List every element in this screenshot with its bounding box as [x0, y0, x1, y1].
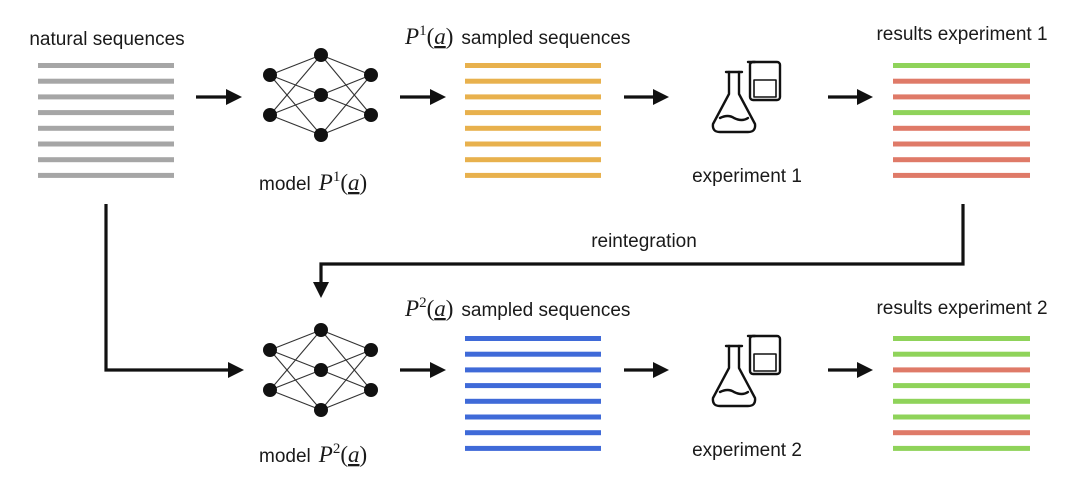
sequence-bar: [893, 110, 1030, 116]
results-experiment-2-label: results experiment 2: [876, 298, 1047, 319]
results-experiment-1-stack: [893, 63, 1030, 178]
arrow-natural-to-model1: [196, 89, 242, 105]
sequence-bar: [465, 125, 601, 131]
sequence-bar: [38, 110, 174, 116]
natural-sequences-stack: [38, 63, 174, 178]
sequence-bar: [465, 414, 601, 420]
sequence-bar: [465, 157, 601, 163]
sequence-bar: [38, 63, 174, 68]
sequence-bar: [893, 367, 1030, 373]
sequence-bar: [893, 445, 1030, 451]
sequence-bar: [465, 141, 601, 147]
arrow-experiment2-to-results2: [828, 362, 873, 378]
natural-sequences-label: natural sequences: [29, 29, 184, 50]
reintegration-label: reintegration: [591, 231, 697, 252]
sequence-bar: [893, 94, 1030, 100]
arrow-reintegration: [313, 204, 965, 298]
sampled-sequences-2-title: P2(a)sampled sequences: [404, 295, 630, 321]
sequence-bar: [465, 94, 601, 100]
sequence-bar: [38, 78, 174, 84]
sequence-bar: [893, 383, 1030, 389]
sequence-bar: [465, 78, 601, 84]
sequence-bar: [893, 78, 1030, 84]
sequence-bar: [893, 157, 1030, 163]
arrow-sampled1-to-experiment1: [624, 89, 669, 105]
sequence-bar: [893, 414, 1030, 420]
sequence-bar: [38, 141, 174, 147]
sequence-bar: [893, 63, 1030, 68]
sequence-bar: [893, 141, 1030, 147]
sequence-bar: [465, 430, 601, 436]
results-experiment-1-label: results experiment 1: [876, 24, 1047, 45]
sequence-bar: [893, 336, 1030, 341]
sequence-bar: [38, 157, 174, 163]
sequence-bar: [465, 172, 601, 178]
sequence-bar: [465, 110, 601, 116]
sequence-bar: [465, 383, 601, 389]
sequence-bar: [893, 125, 1030, 131]
results-experiment-2-stack: [893, 336, 1030, 451]
lab-flask-beaker-icon: [711, 334, 782, 408]
sampled-sequences-1-title: P1(a)sampled sequences: [404, 23, 630, 49]
sequence-bar: [465, 398, 601, 404]
sequence-bar: [893, 172, 1030, 178]
sequence-bar: [465, 445, 601, 451]
lab-flask-beaker-icon: [711, 60, 782, 134]
sequence-bar: [465, 336, 601, 341]
sequence-bar: [893, 398, 1030, 404]
arrow-model2-to-sampled2: [400, 362, 446, 378]
sequence-bar: [465, 367, 601, 373]
arrow-experiment1-to-results1: [828, 89, 873, 105]
sequence-bar: [38, 125, 174, 131]
sequence-bar: [465, 63, 601, 68]
sequence-bar: [893, 430, 1030, 436]
neural-network-icon: [262, 47, 379, 143]
sequence-bar: [465, 351, 601, 357]
sequence-bar: [38, 172, 174, 178]
sequence-bar: [38, 94, 174, 100]
neural-network-icon: [262, 322, 379, 418]
arrow-model1-to-sampled1: [400, 89, 446, 105]
arrow-natural-to-model2: [104, 204, 244, 378]
sampled-sequences-1-stack: [465, 63, 601, 178]
experiment-2-label: experiment 2: [692, 440, 802, 461]
experiment-1-label: experiment 1: [692, 166, 802, 187]
sampled-sequences-2-stack: [465, 336, 601, 451]
arrow-sampled2-to-experiment2: [624, 362, 669, 378]
sequence-bar: [893, 351, 1030, 357]
